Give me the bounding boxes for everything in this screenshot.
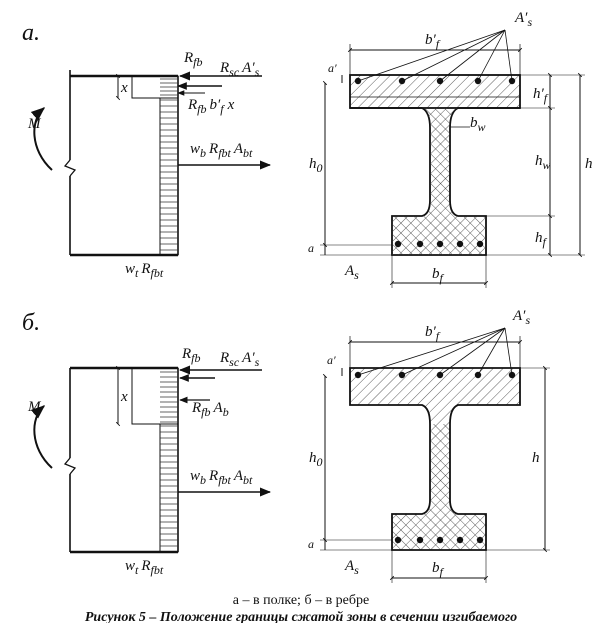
panel-b-section: b′f A′s a′ h0 a h bf As [308, 308, 550, 583]
panel-a-letter: а. [22, 20, 40, 46]
rebar [436, 536, 444, 544]
panel-a-bw: bw [470, 115, 486, 134]
panel-a-Rfb: Rfb [183, 50, 203, 69]
leader-line [439, 29, 506, 82]
rebar [456, 240, 464, 248]
panel-a-beam [63, 70, 179, 257]
panel-a-As-prime: A′s [514, 10, 532, 29]
panel-b-bf-prime: b′f [425, 324, 441, 343]
panel-b-bf: bf [432, 560, 445, 579]
panel-b-a-prime: a′ [327, 353, 336, 367]
rebar [416, 240, 424, 248]
panel-a-As: As [344, 263, 359, 282]
rebar [394, 240, 402, 248]
leader-line [401, 327, 506, 376]
leader-line [357, 29, 506, 82]
panel-a-x: x [120, 80, 128, 96]
rebar [436, 240, 444, 248]
panel-a-a: a [308, 241, 314, 255]
rebar [456, 536, 464, 544]
leader-line [401, 29, 506, 82]
panel-b-stress-lines [160, 371, 178, 547]
panel-b-h: h [532, 450, 540, 466]
panel-b-letter: б. [22, 310, 40, 336]
leader-line [357, 327, 506, 376]
panel-a-moment-arrow [30, 107, 53, 171]
panel-a-h0: h0 [309, 156, 323, 175]
panel-a-stress-lines [160, 78, 178, 251]
rebar [416, 536, 424, 544]
panel-b-a: a [308, 537, 314, 551]
panel-b-h0: h0 [309, 450, 323, 469]
panel-b-Rfb: Rfb [181, 346, 201, 365]
caption-legend: а – в полке; б – в ребре [232, 593, 370, 608]
panel-a-section: b′f A′s a′ h0 a h′f hw hf h bw [308, 10, 593, 288]
caption-title: Рисунок 5 – Положение границы сжатой зон… [84, 610, 518, 623]
panel-b-beam [63, 366, 179, 554]
panel-b-moment-arrow [30, 405, 53, 469]
panel-a-rebars-bottom [394, 240, 484, 248]
panel-a-hw: hw [535, 153, 551, 172]
leader-line [504, 327, 513, 376]
panel-a-hf: hf [535, 230, 548, 249]
panel-a-hf-prime: h′f [533, 86, 549, 105]
panel-b-As: As [344, 558, 359, 577]
panel-a-h: h [585, 156, 593, 172]
leader-line [477, 29, 506, 82]
panel-a-moment-label: M [27, 116, 42, 132]
leader-line [439, 327, 506, 376]
rebar [476, 536, 484, 544]
panel-b-x: x [120, 389, 128, 405]
panel-b-As-prime: A′s [512, 308, 530, 327]
leader-line [504, 29, 513, 82]
rebar [394, 536, 402, 544]
panel-a-a-prime: a′ [328, 61, 337, 75]
panel-a-bf: bf [432, 266, 445, 285]
panel-a-bf-prime: b′f [425, 32, 441, 51]
panel-b-moment-label: M [27, 399, 42, 415]
rebar [476, 240, 484, 248]
leader-line [477, 327, 506, 376]
panel-b-rebars-bottom [394, 536, 484, 544]
